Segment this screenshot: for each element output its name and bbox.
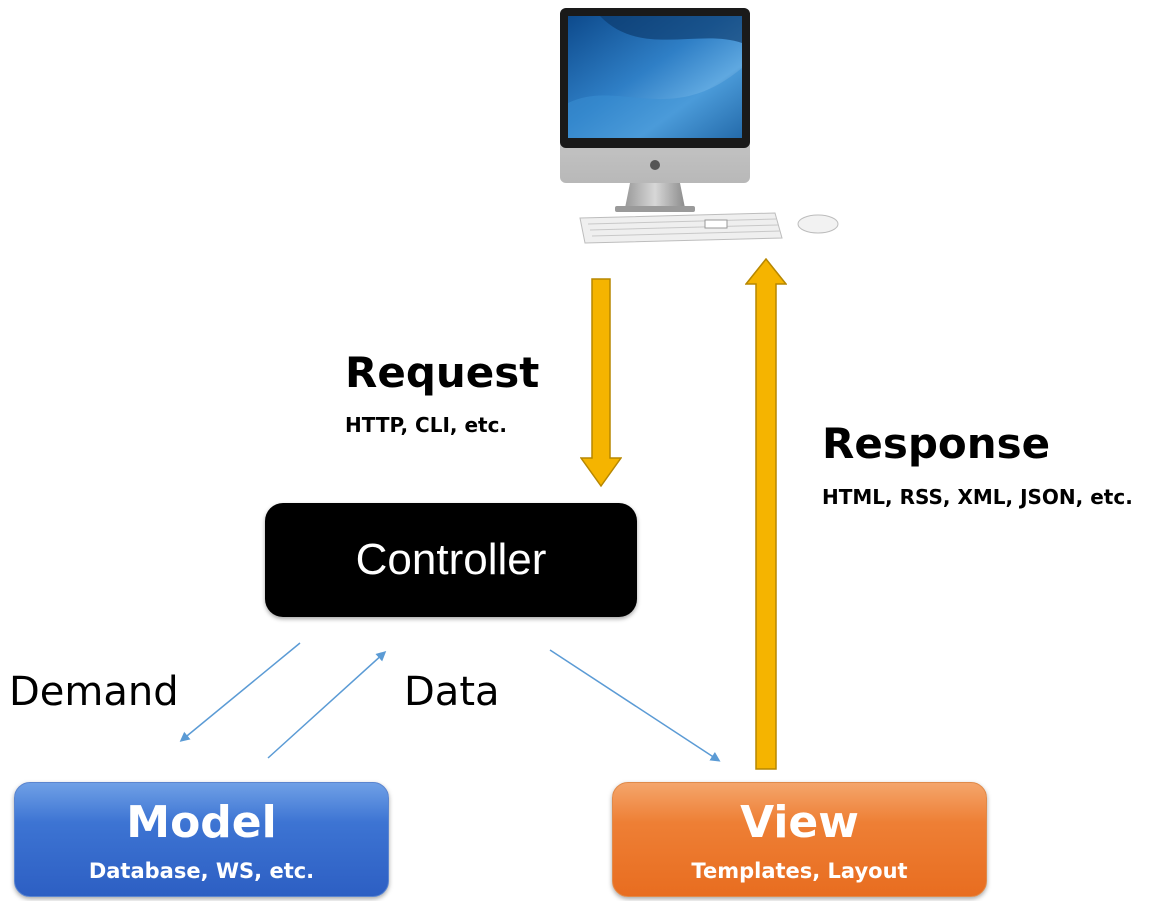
data-arrow [267, 650, 387, 759]
view-subtitle: Templates, Layout [691, 859, 908, 883]
desktop-computer-icon [560, 8, 845, 248]
request-title: Request [345, 348, 540, 397]
response-subtitle: HTML, RSS, XML, JSON, etc. [822, 485, 1133, 509]
view-title: View [740, 797, 859, 848]
response-title: Response [822, 419, 1051, 468]
controller-label: Controller [355, 535, 547, 584]
model-title: Model [126, 797, 277, 848]
model-subtitle: Database, WS, etc. [88, 859, 315, 883]
controller-to-view-arrow [549, 649, 721, 762]
view-box: View Templates, Layout [612, 782, 987, 897]
controller-box: Controller [265, 503, 637, 617]
data-label: Data [404, 669, 500, 715]
response-arrow [745, 258, 787, 770]
request-subtitle: HTTP, CLI, etc. [345, 413, 508, 437]
model-box: Model Database, WS, etc. [14, 782, 389, 897]
demand-arrow [179, 642, 301, 742]
demand-label: Demand [9, 669, 179, 715]
request-arrow [580, 278, 622, 488]
